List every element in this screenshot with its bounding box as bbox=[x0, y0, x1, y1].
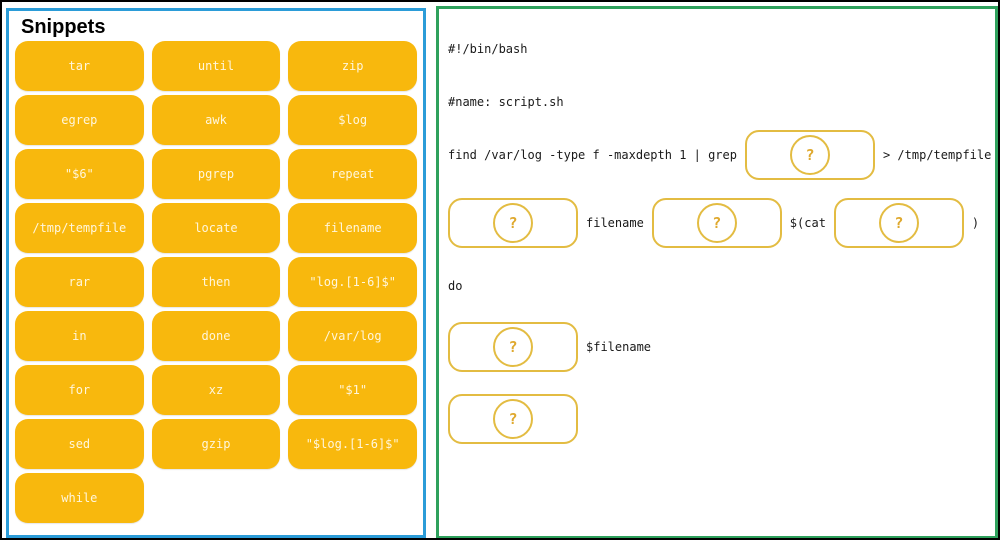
blank-slot[interactable]: ? bbox=[651, 198, 782, 248]
code-text: find /var/log -type f -maxdepth 1 | grep bbox=[448, 147, 737, 162]
snippet-button[interactable]: zip bbox=[288, 41, 417, 91]
snippet-button[interactable]: in bbox=[15, 311, 144, 361]
snippet-button[interactable]: done bbox=[151, 311, 281, 361]
question-mark-icon: ? bbox=[493, 327, 533, 367]
script-line: ? filename? $(cat?) bbox=[448, 198, 991, 248]
snippets-title: Snippets bbox=[21, 16, 106, 38]
code-text: do bbox=[448, 279, 463, 293]
snippet-button[interactable]: "$1" bbox=[288, 365, 417, 415]
question-mark-icon: ? bbox=[493, 399, 533, 439]
blank-slot[interactable]: ? bbox=[448, 198, 578, 248]
snippet-button[interactable]: awk bbox=[151, 95, 281, 145]
snippet-button[interactable]: rar bbox=[15, 257, 144, 307]
question-mark-icon: ? bbox=[696, 203, 737, 243]
code-text: > /tmp/tempfile bbox=[882, 147, 992, 162]
snippet-button[interactable]: until bbox=[151, 41, 281, 91]
snippet-button[interactable]: gzip bbox=[151, 419, 281, 469]
script-panel: #!/bin/bash #name: script.sh find /var/log… bbox=[436, 6, 998, 538]
question-mark-icon: ? bbox=[493, 203, 533, 243]
snippet-button[interactable]: filename bbox=[288, 203, 417, 253]
snippet-button[interactable]: while bbox=[15, 473, 144, 523]
snippet-button[interactable]: "log.[1-6]$" bbox=[288, 257, 417, 307]
script-line: #name: script.sh bbox=[448, 95, 991, 110]
code-text: #!/bin/bash bbox=[448, 42, 528, 56]
script-line: ? $filename bbox=[448, 322, 991, 372]
code-text: $(cat bbox=[789, 215, 826, 230]
snippet-button[interactable]: xz bbox=[151, 365, 281, 415]
snippet-button[interactable]: tar bbox=[15, 41, 144, 91]
snippet-button[interactable]: $log bbox=[288, 95, 417, 145]
snippet-button[interactable]: egrep bbox=[15, 95, 144, 145]
snippet-button[interactable]: "$log.[1-6]$" bbox=[288, 419, 417, 469]
script-line: #!/bin/bash bbox=[448, 42, 991, 57]
blank-slot[interactable]: ? bbox=[448, 322, 578, 372]
snippet-button[interactable]: then bbox=[151, 257, 281, 307]
snippet-button[interactable]: /var/log bbox=[288, 311, 417, 361]
snippet-button[interactable]: locate bbox=[151, 203, 281, 253]
snippet-button[interactable]: sed bbox=[15, 419, 144, 469]
script-line: ? bbox=[448, 394, 991, 444]
snippet-button[interactable]: pgrep bbox=[151, 149, 281, 199]
blank-slot[interactable]: ? bbox=[448, 394, 578, 444]
question-mark-icon: ? bbox=[878, 203, 919, 243]
script-area: #!/bin/bash #name: script.sh find /var/log… bbox=[439, 42, 995, 444]
script-line: do bbox=[448, 279, 991, 294]
snippet-button[interactable]: "$6" bbox=[15, 149, 144, 199]
code-text: $filename bbox=[586, 339, 652, 354]
script-line: find /var/log -type f -maxdepth 1 | grep… bbox=[448, 130, 991, 180]
snippet-button[interactable]: repeat bbox=[288, 149, 417, 199]
blank-slot[interactable]: ? bbox=[833, 198, 964, 248]
snippet-button[interactable]: for bbox=[15, 365, 144, 415]
code-text: #name: script.sh bbox=[448, 95, 564, 109]
question-mark-icon: ? bbox=[789, 135, 830, 175]
blank-slot[interactable]: ? bbox=[744, 130, 875, 180]
code-text: filename bbox=[586, 215, 644, 230]
snippet-button[interactable]: /tmp/tempfile bbox=[15, 203, 144, 253]
code-text: ) bbox=[971, 215, 980, 230]
